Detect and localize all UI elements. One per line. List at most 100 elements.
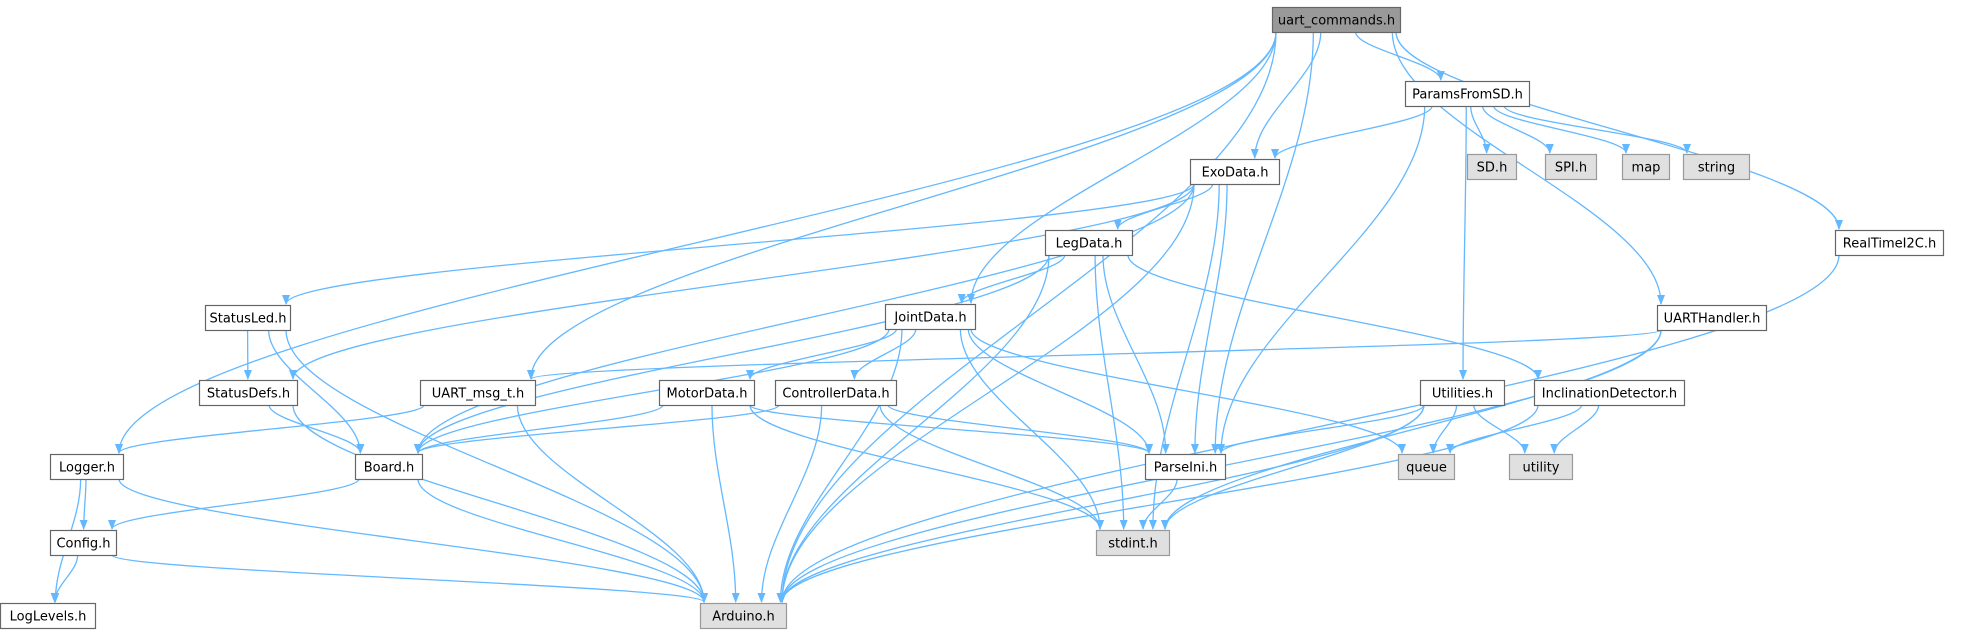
edge-ParamsFromSD-to-ExoData [1271,105,1433,159]
node-SD: SD.h [1466,153,1518,181]
node-uart_commands[interactable]: uart_commands.h [1271,6,1402,34]
node-ControllerData[interactable]: ControllerData.h [774,379,898,407]
node-box-uart_commands [1271,6,1402,34]
node-JointData[interactable]: JointData.h [884,303,977,331]
node-box-ExoData [1189,158,1281,186]
edge-LegData-to-stdint [1094,254,1128,530]
node-label-JointData: JointData.h [893,311,966,326]
edge-Board-to-Config [108,478,360,530]
node-UARTHandler[interactable]: UARTHandler.h [1656,304,1768,332]
edge-ExoData-to-Arduino [778,183,1195,603]
node-box-RealTimeI2C [1834,229,1945,257]
node-queue: queue [1397,453,1456,481]
node-InclinationDetector[interactable]: InclinationDetector.h [1533,379,1686,407]
node-box-InclinationDetector [1533,379,1686,407]
node-label-string: string [1698,161,1735,176]
edge-LegData-to-InclinationDetector [1127,254,1542,380]
edge-StatusDefs-to-Board [268,404,365,454]
edge-Utilities-to-utility [1473,404,1529,454]
edge-ParamsFromSD-to-ParseIni [1217,105,1426,454]
edge-Config-to-Arduino [111,554,708,603]
edge-ParamsFromSD-to-string [1503,105,1691,154]
edge-LegData-to-Arduino [778,254,1050,603]
edge-ParamsFromSD-to-Utilities [1459,105,1468,380]
node-box-ControllerData [774,379,898,407]
node-box-SPI [1544,153,1598,181]
edge-LegData-to-JointData [957,254,1066,304]
edge-InclinationDetector-to-utility [1550,404,1600,454]
node-box-SD [1466,153,1518,181]
node-Utilities[interactable]: Utilities.h [1419,379,1506,407]
node-Logger[interactable]: Logger.h [49,453,125,481]
edge-ExoData-to-LegData [1113,183,1214,230]
node-label-LogLevels: LogLevels.h [10,610,87,625]
edge-Utilities-to-queue [1429,404,1458,454]
node-Board[interactable]: Board.h [354,453,424,481]
node-label-LegData: LegData.h [1056,237,1123,252]
edge-JointData-to-stdint [959,328,1104,530]
node-box-Logger [49,453,125,481]
edge-InclinationDetector-to-queue [1446,404,1583,454]
node-label-ExoData: ExoData.h [1202,166,1269,181]
edge-JointData-to-MotorData [746,328,898,380]
node-LegData[interactable]: LegData.h [1044,229,1134,257]
node-StatusLed[interactable]: StatusLed.h [204,304,292,332]
node-map: map [1621,153,1671,181]
edge-MotorData-to-Arduino [711,404,740,603]
node-LogLevels[interactable]: LogLevels.h [0,602,97,630]
edge-ControllerData-to-Board [414,404,780,454]
node-box-Config [49,529,118,557]
node-RealTimeI2C[interactable]: RealTimeI2C.h [1834,229,1945,257]
node-label-StatusLed: StatusLed.h [209,312,286,327]
node-label-Logger: Logger.h [59,461,115,476]
node-Config[interactable]: Config.h [49,529,118,557]
edge-MotorData-to-Board [414,404,664,454]
node-label-StatusDefs: StatusDefs.h [207,387,290,402]
edge-LegData-to-Board [414,254,1050,454]
node-label-UARTHandler: UARTHandler.h [1664,312,1761,327]
node-label-stdint: stdint.h [1108,537,1157,552]
node-box-Utilities [1419,379,1506,407]
node-UART_msg_t[interactable]: UART_msg_t.h [419,379,537,407]
edge-ParamsFromSD-to-map [1493,105,1630,154]
node-box-Board [354,453,424,481]
edge-layer [50,31,1843,603]
edge-UARTHandler-to-stdint [1161,329,1662,530]
edge-ControllerData-to-stdint [879,404,1104,530]
edge-Logger-to-Config [79,478,88,530]
node-label-UART_msg_t: UART_msg_t.h [432,387,525,402]
node-box-utility [1508,453,1574,481]
edge-JointData-to-ParseIni [967,328,1153,454]
node-label-RealTimeI2C: RealTimeI2C.h [1843,237,1936,252]
edge-JointData-to-Arduino [776,328,903,603]
node-ExoData[interactable]: ExoData.h [1189,158,1281,186]
edge-Utilities-to-Arduino [778,404,1425,603]
node-box-StatusLed [204,304,292,332]
node-label-ControllerData: ControllerData.h [782,387,889,402]
node-label-queue: queue [1406,461,1447,476]
edge-JointData-to-ControllerData [850,328,917,380]
node-label-ParamsFromSD: ParamsFromSD.h [1412,88,1523,103]
node-label-SPI: SPI.h [1555,161,1587,176]
node-box-queue [1397,453,1456,481]
edge-JointData-to-Board [414,328,890,454]
node-StatusDefs[interactable]: StatusDefs.h [198,379,299,407]
edge-InclinationDetector-to-Arduino [778,404,1539,603]
node-string: string [1682,153,1751,181]
edge-ExoData-to-ParseIni [1190,183,1228,454]
node-MotorData[interactable]: MotorData.h [658,379,756,407]
node-utility: utility [1508,453,1574,481]
node-box-LegData [1044,229,1134,257]
edge-uart_commands-to-Arduino [778,31,1277,603]
edge-RealTimeI2C-to-Arduino [778,254,1840,603]
edge-uart_commands-to-ExoData [1250,31,1322,159]
edge-ControllerData-to-ParseIni [887,404,1153,454]
edge-ParamsFromSD-to-SD [1470,105,1491,154]
node-ParamsFromSD[interactable]: ParamsFromSD.h [1404,80,1531,108]
node-label-MotorData: MotorData.h [667,387,748,402]
node-ParseIni[interactable]: ParseIni.h [1144,453,1227,481]
node-box-UARTHandler [1656,304,1768,332]
node-box-ParamsFromSD [1404,80,1531,108]
edge-Config-to-LogLevels [50,554,79,603]
edge-Utilities-to-ParseIni [1217,404,1425,454]
